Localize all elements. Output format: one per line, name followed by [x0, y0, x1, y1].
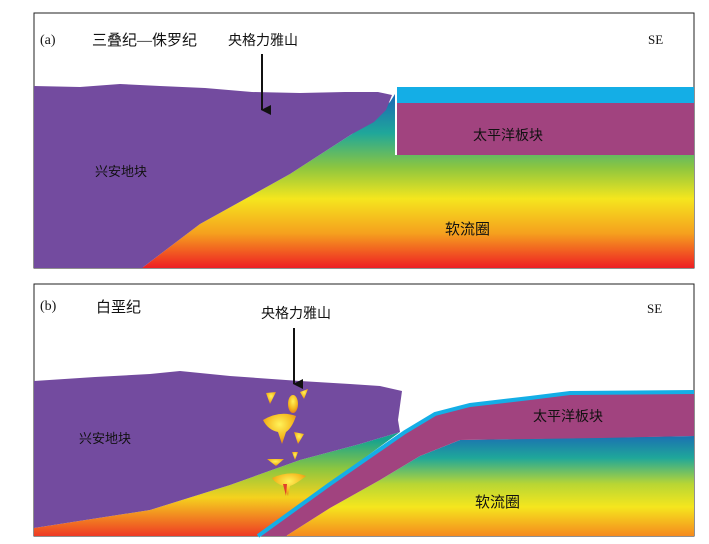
- panel-a-tag: (a): [40, 33, 56, 48]
- panel-b-oceanic-crust: [256, 390, 695, 538]
- panel-b-asthenosphere-label: 软流圈: [475, 494, 520, 511]
- panel-b-direction: SE: [647, 301, 662, 316]
- panel-b-period: 白垩纪: [96, 299, 141, 316]
- panel-a-asthenosphere-label: 软流圈: [445, 221, 490, 238]
- panel-a-xingan-block: [34, 84, 392, 268]
- panel-b-asthenosphere: [286, 436, 694, 536]
- panel-a-direction: SE: [648, 32, 663, 47]
- magma-blob: [292, 452, 298, 460]
- panel-b-magma-bodies: [263, 389, 308, 496]
- panel-b-continent-label: 兴安地块: [79, 431, 131, 446]
- panel-a: (a) 三叠纪—侏罗纪 央格力雅山 SE 兴安地块 太平洋板块 软流圈: [33, 12, 695, 269]
- panel-b-plate-label: 太平洋板块: [533, 409, 603, 425]
- panel-b-tag: (b): [40, 299, 57, 314]
- magma-blob: [288, 395, 298, 413]
- panel-a-plate-label: 太平洋板块: [473, 128, 543, 144]
- panel-b: (b) 白垩纪 央格力雅山 SE 兴安地块 太平洋板块 软流圈: [33, 283, 695, 538]
- panel-a-mountain-label: 央格力雅山: [228, 33, 298, 49]
- panel-a-asthenosphere: [142, 94, 694, 268]
- panel-a-oceanic-crust: [397, 87, 694, 103]
- panel-b-xingan-block: [34, 371, 402, 528]
- panel-a-pacific-plate: [397, 103, 694, 155]
- magma-blob: [283, 484, 287, 496]
- magma-blob: [266, 392, 276, 404]
- panel-a-continent-label: 兴安地块: [95, 164, 147, 179]
- panel-b-pacific-plate: [258, 392, 694, 536]
- panel-b-mountain-label: 央格力雅山: [261, 306, 331, 322]
- magma-blob: [300, 389, 308, 399]
- panel-a-period: 三叠纪—侏罗纪: [92, 32, 197, 49]
- magma-blob: [272, 473, 306, 496]
- magma-blob: [294, 432, 304, 444]
- panel-b-mantle-wedge: [34, 432, 400, 536]
- magma-blob: [267, 459, 284, 466]
- magma-blob: [263, 413, 296, 444]
